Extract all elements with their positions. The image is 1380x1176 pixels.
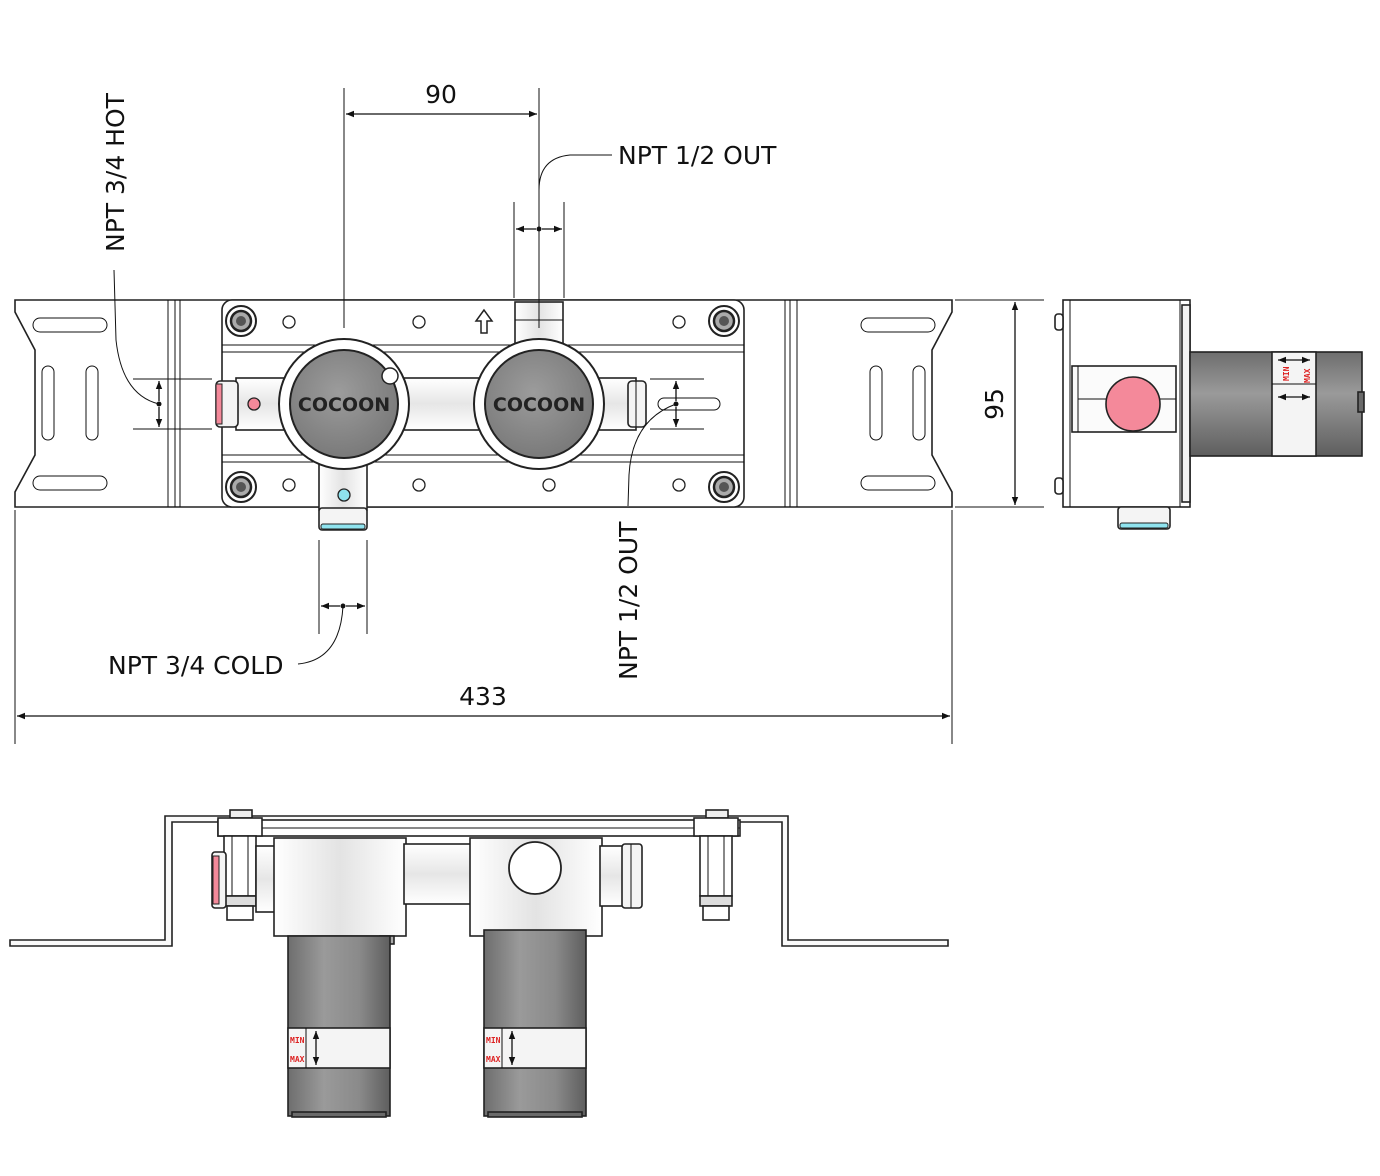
callout-hot: NPT 3/4 HOT — [101, 92, 212, 430]
callout-cold: NPT 3/4 COLD — [108, 540, 368, 680]
cold-marker-dot — [337, 488, 351, 502]
left-horizontal-slot-top — [32, 317, 108, 333]
callout-outlet-side: NPT 1/2 OUT — [614, 378, 704, 680]
hot-inlet-seal — [215, 383, 223, 425]
front-view: COCOON COCOON — [14, 299, 953, 531]
left-cartridge: MIN MAX — [287, 935, 395, 1118]
top-outlet-port — [508, 841, 562, 895]
screw-top-right — [708, 305, 740, 337]
bolt-right — [693, 809, 739, 921]
side-view: 95 MIN MAX — [955, 299, 1365, 530]
bottom-view: MIN MAX MIN MAX — [9, 809, 949, 1118]
bolt-left — [217, 809, 263, 921]
dimension-95-label: 95 — [980, 388, 1009, 420]
hot-inlet-label: NPT 3/4 HOT — [101, 92, 130, 252]
dimension-90: 90 — [343, 80, 540, 328]
left-valve-body — [273, 837, 407, 937]
rail-slot-right — [657, 397, 721, 411]
left-vertical-slot-a — [41, 365, 55, 441]
brand-logo-left: COCOON — [298, 394, 390, 416]
screw-bottom-left — [225, 471, 257, 503]
right-vertical-slot-b — [912, 365, 926, 441]
right-vertical-slot-a — [869, 365, 883, 441]
hot-marker-dot — [247, 397, 261, 411]
side-scale-min: MIN — [1282, 366, 1291, 381]
left-valve: COCOON — [278, 338, 410, 470]
connecting-pipe — [403, 843, 473, 905]
right-valve: COCOON — [473, 338, 605, 470]
right-horizontal-slot-top — [860, 317, 936, 333]
up-arrow-icon — [474, 308, 494, 334]
side-scale-max: MAX — [1303, 368, 1312, 383]
left-vertical-slot-b — [85, 365, 99, 441]
side-outlet-stub — [627, 380, 647, 428]
left-scale-min: MIN — [290, 1036, 305, 1045]
screw-bottom-right — [708, 471, 740, 503]
right-horizontal-slot-bottom — [860, 475, 936, 491]
right-cartridge: MIN MAX — [483, 929, 587, 1118]
cold-inlet-label: NPT 3/4 COLD — [108, 651, 284, 680]
rail-holes — [282, 315, 686, 492]
right-scale-min: MIN — [486, 1036, 501, 1045]
side-cartridge-ring — [1271, 351, 1317, 457]
bracket-profile — [9, 815, 949, 947]
right-scale-max: MAX — [486, 1055, 501, 1064]
dimension-433-label: 433 — [459, 682, 507, 711]
dimension-90-label: 90 — [425, 80, 457, 109]
outlet-side-label: NPT 1/2 OUT — [614, 521, 643, 680]
brand-logo-right: COCOON — [493, 394, 585, 416]
left-horizontal-slot-bottom — [32, 475, 108, 491]
screw-top-left — [225, 305, 257, 337]
callout-outlet-top: NPT 1/2 OUT — [513, 141, 777, 298]
left-scale-max: MAX — [290, 1055, 305, 1064]
side-hot-marker — [1105, 376, 1161, 432]
outlet-top-label: NPT 1/2 OUT — [618, 141, 777, 170]
dimension-433: 433 — [14, 510, 953, 744]
